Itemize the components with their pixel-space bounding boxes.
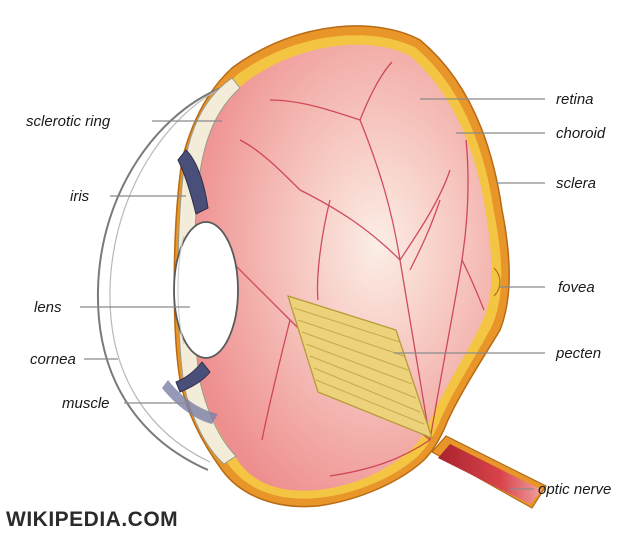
watermark: WIKIPEDIA.COM — [6, 508, 178, 531]
label-choroid: choroid — [556, 125, 606, 142]
label-fovea: fovea — [558, 279, 595, 296]
label-pecten: pecten — [555, 345, 601, 362]
label-iris: iris — [70, 188, 90, 205]
label-retina: retina — [556, 91, 594, 108]
lens — [174, 222, 238, 358]
label-sclerotic-ring: sclerotic ring — [26, 113, 111, 130]
optic-nerve — [432, 436, 546, 508]
label-optic-nerve: optic nerve — [538, 481, 611, 498]
label-sclera: sclera — [556, 175, 596, 192]
label-lens: lens — [34, 299, 62, 316]
label-cornea: cornea — [30, 351, 76, 368]
label-muscle: muscle — [62, 395, 110, 412]
